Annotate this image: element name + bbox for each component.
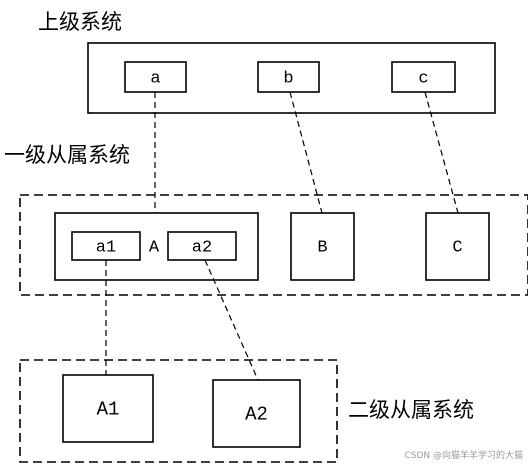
csdn-watermark: CSDN @向猫羊羊学习的大猫 (404, 449, 523, 461)
level2-system-container (19, 359, 338, 463)
node-a1-label: a1 (96, 239, 116, 258)
level2-system-heading: 二级从属系统 (348, 398, 474, 422)
node-c-box (391, 61, 456, 93)
node-B-label: B (317, 239, 327, 258)
link-b-to-B (289, 91, 323, 214)
node-A2-label: A2 (245, 404, 268, 426)
node-c-label: c (418, 70, 428, 89)
node-a2-label: a2 (192, 239, 212, 258)
node-a1-box (71, 231, 141, 261)
link-c-to-C (424, 91, 459, 214)
node-B-box (290, 212, 355, 281)
node-b-label: b (283, 70, 293, 89)
node-a-label: a (150, 70, 160, 89)
node-A1-label: A1 (97, 399, 120, 421)
link-a2-to-A2 (204, 259, 259, 381)
level1-system-heading: 一级从属系统 (4, 143, 130, 167)
node-b-box (257, 61, 320, 93)
node-C-label: C (452, 239, 462, 258)
node-A2-box (212, 379, 301, 448)
node-C-box (425, 212, 490, 281)
level1-system-container (19, 194, 528, 296)
top-system-heading: 上级系统 (38, 10, 122, 34)
group-a-label: A (149, 239, 160, 258)
node-a2-box (167, 231, 237, 261)
node-A1-box (62, 374, 154, 443)
